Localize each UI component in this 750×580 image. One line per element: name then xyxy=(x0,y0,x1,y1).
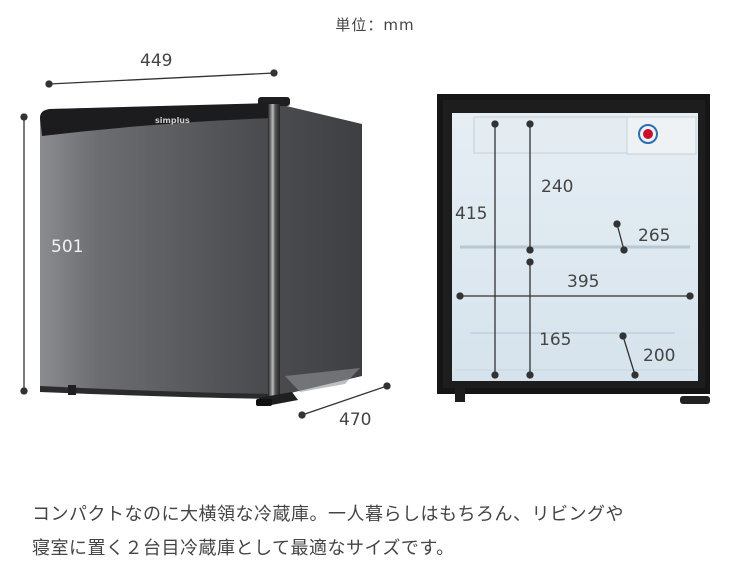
description-line-1: コンパクトなのに大横領な冷蔵庫。一人暮らしはもちろん、リビングや xyxy=(32,504,624,525)
fridge-side-panel xyxy=(278,104,362,396)
interior-lower-depth-label: 200 xyxy=(643,346,676,366)
interior-lower-height-label: 165 xyxy=(539,330,572,350)
unit-label: 単位：mm xyxy=(335,16,415,34)
fridge-top-trim xyxy=(40,103,274,136)
exterior-height-label: 501 xyxy=(51,237,84,257)
product-description: コンパクトなのに大横領な冷蔵庫。一人暮らしはもちろん、リビングや 寝室に置く２台… xyxy=(32,498,732,566)
interior-upper-depth-label: 265 xyxy=(638,226,671,246)
interior-width-label: 395 xyxy=(567,272,600,292)
fridge-door xyxy=(40,104,272,398)
dimension-lines-exterior xyxy=(20,69,391,419)
description-line-2: 寝室に置く２台目冷蔵庫として最適なサイズです。 xyxy=(32,538,455,559)
interior-fridge-illustration xyxy=(437,94,710,404)
brand-logo: simplus xyxy=(155,116,190,125)
interior-total-height-label: 415 xyxy=(455,204,488,224)
exterior-width-label: 449 xyxy=(140,51,173,71)
dimension-lines-interior xyxy=(456,120,694,379)
exterior-depth-label: 470 xyxy=(339,410,372,430)
interior-upper-height-label: 240 xyxy=(541,177,574,197)
